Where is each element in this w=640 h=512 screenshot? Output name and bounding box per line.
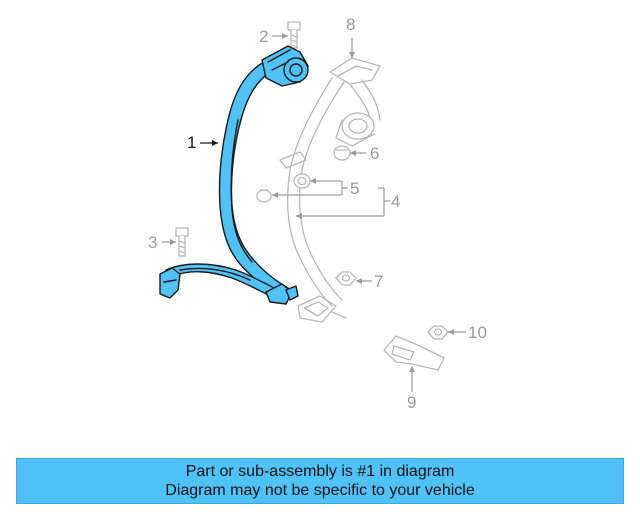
part-10-nut (427, 325, 449, 340)
leader-lines (162, 35, 466, 392)
callout-label-9: 9 (407, 393, 417, 412)
leader-1 (200, 140, 218, 146)
callout-label-3: 3 (148, 233, 158, 252)
callout-label-2: 2 (259, 27, 269, 46)
callout-label-8: 8 (346, 15, 356, 34)
part-7-nut (335, 271, 357, 286)
part-6-plug (333, 145, 351, 161)
callout-label-6: 6 (370, 144, 380, 163)
callout-label-7: 7 (374, 272, 384, 291)
seat-belt-diagram-svg (159, 21, 466, 392)
part-1-seat-belt-highlighted (159, 45, 309, 305)
part-9-anchor (383, 335, 445, 371)
callout-label-5: 5 (350, 179, 360, 198)
part-2-bolt (287, 21, 301, 49)
callout-label-10: 10 (468, 323, 487, 342)
part-3-bolt (175, 227, 189, 257)
parts-diagram (159, 21, 466, 392)
callout-label-1: 1 (187, 133, 197, 152)
callout-label-4: 4 (391, 192, 401, 211)
banner-line-1: Part or sub-assembly is #1 in diagram (185, 463, 455, 480)
info-banner: Part or sub-assembly is #1 in diagram Di… (16, 458, 624, 504)
banner-line-2: Diagram may not be specific to your vehi… (165, 482, 475, 499)
part-8-belt-assembly (279, 57, 381, 323)
part-5-grommets (256, 173, 311, 203)
leader-arrowheads (170, 33, 454, 372)
